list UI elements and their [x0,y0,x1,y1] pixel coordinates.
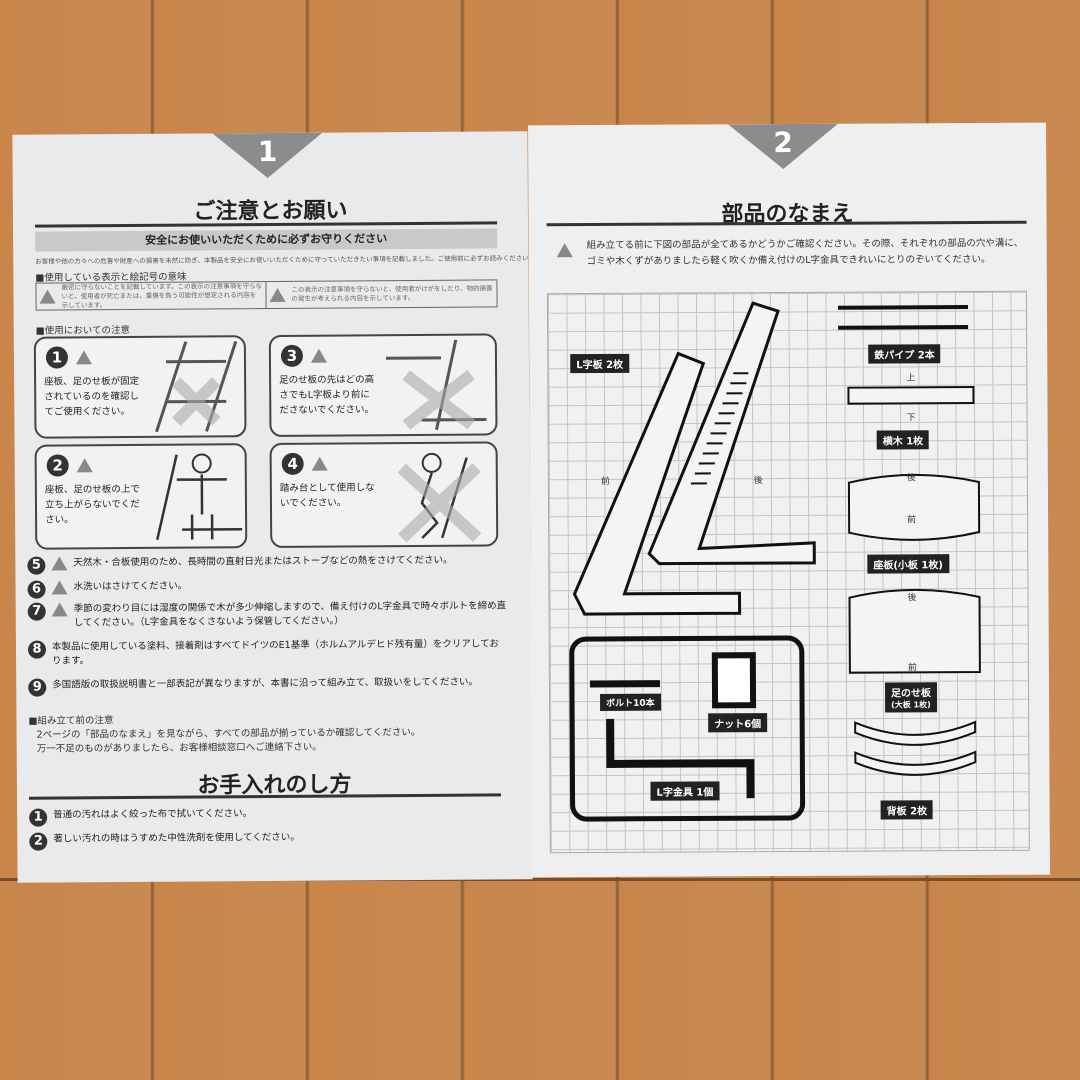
page-number: 2 [728,124,838,170]
back-label: 後 [753,476,763,487]
caution-number: 1 [45,346,69,369]
note-item-7: 7 季節の変わり目には湿度の関係で木が多少伸縮しますので、備え付けのL字金具で時々… [27,599,508,630]
caution-box-2: 2 座板、足のせ板の上で立ち上がらないでください。 [34,443,248,550]
note-text: 多国語版の取扱説明書と一部表記が異なりますが、本書に沿って組み立て、取扱いをして… [52,676,479,691]
seat-back-label: 後 [906,473,916,484]
note-item-6: 6 水洗いはさけてください。 [27,577,508,599]
warning-icon [39,289,56,304]
caution-number: 4 [281,452,304,475]
warning-icon [75,350,92,365]
note-number: 7 [27,602,46,621]
bolt-label: ボルト10本 [600,693,661,711]
backrest-shape [854,720,977,746]
pre-assembly-heading: ■組み立て前の注意 [28,715,114,727]
front-label: 前 [600,476,610,487]
safety-band: 安全にお使いいただくために必ずお守りください [35,228,498,252]
warning-icon [311,456,328,471]
parts-grid: L字板 2枚 前 後 鉄パイプ 2本 上 下 横木 1枚 後 前 座板(小板 1… [546,290,1030,854]
pre-assembly-line: 万一不足のものがありましたら、お客様相談窓口へご連絡下さい。 [36,741,322,755]
care-item-2: 2 著しい汚れの時はうすめた中性洗剤を使用してください。 [29,829,509,851]
note-number: 8 [27,640,47,659]
caution-text: 座板、足のせ板が固定されているのを確認してご使用ください。 [44,375,140,418]
symbol-table: 厳密に守らないことを記載しています。この表示の注意事項を守らないと、使用者が死亡… [35,279,498,311]
seat-illustration [155,341,238,433]
note-text: 水洗いはさけてください。 [73,580,188,593]
left-page: 1 ご注意とお願い 安全にお使いいただくために必ずお守りください お客様や他の方… [12,131,533,883]
usage-heading: ■使用においての注意 [35,324,131,337]
intro-text: お客様や他の方々への危害や財産への損害を未然に防ぎ、本製品を安全にお使いいただく… [35,254,533,266]
note-item-5: 5 天然木・合板使用のため、長時間の直射日光またはストーブなどの熱をさけてください… [27,553,507,575]
note-number: 9 [28,678,47,697]
pipe-label: 鉄パイプ 2本 [868,344,941,364]
l-board-shape [572,301,816,616]
nut-shape [711,652,757,709]
caution-icon [556,243,573,258]
symbol-caution-text: この表示の注意事項を守らないと、使用者がけがをしたり、物的損害の発生が考えられる… [291,284,493,303]
backrest-label: 背板 2枚 [880,800,934,820]
crossbar-shape [847,386,975,405]
warning-icon [51,602,68,617]
wrench-shape [606,718,755,799]
hardware-box [569,635,806,822]
care-number: 2 [29,832,48,851]
bottom-label: 下 [906,413,916,424]
notice-line: 組み立てる前に下図の部品が全てあるかどうかご確認ください。その際、それぞれの部品… [586,237,1024,252]
nut-label: ナット6個 [708,713,768,733]
footrest-back-label: 後 [907,593,917,604]
crossbar-label: 横木 1枚 [876,430,930,450]
note-number: 5 [27,556,46,575]
note-item-9: 9 多国語版の取扱説明書と一部表記が異なりますが、本書に沿って組み立て、取扱いをし… [28,675,508,697]
seat-shape [847,473,981,541]
note-text: 季節の変わり目には湿度の関係で木が多少伸縮しますので、備え付けのL字金具で時々ボ… [73,600,507,629]
care-text: 普通の汚れはよく絞った布で拭いてください。 [53,808,253,821]
care-item-1: 1 普通の汚れはよく絞った布で拭いてください。 [29,805,509,827]
footrest-shape [848,588,981,674]
caution-box-4: 4 踏み台として使用しないでください。 [269,441,499,549]
notice-line: ゴミや木くずがありましたら軽く吹くか備え付けのL字金具できれいにとりのぞいてくだ… [586,253,991,268]
pipe-shape [837,305,969,330]
footrest-illustration [385,339,487,431]
caution-text: 足のせ板の先はどの高さでもL字板より前にださないでください。 [279,374,375,416]
caution-box-1: 1 座板、足のせ板が固定されているのを確認してご使用ください。 [33,335,247,439]
symbol-warning-text: 厳密に守らないことを記載しています。この表示の注意事項を守らないと、使用者が死亡… [61,281,263,309]
caution-text: 踏み台として使用しないでください。 [279,482,375,509]
warning-icon [76,458,93,473]
floor-seam [0,878,1080,881]
caution-number: 2 [46,454,69,477]
caution-number: 3 [280,344,304,367]
footrest-sublabel: (大板 1枚) [885,697,937,713]
right-page: 2 部品のなまえ 組み立てる前に下図の部品が全てあるかどうかご確認ください。その… [528,122,1050,878]
caution-box-3: 3 足のせ板の先はどの高さでもL字板より前にださないでください。 [268,333,498,438]
caution-text: 座板、足のせ板の上で立ち上がらないでください。 [44,483,140,526]
note-text: 本製品に使用している塗料、接着剤はすべてドイツのE1基準（ホルムアルデヒド残有量… [51,638,499,667]
caution-icon [269,287,286,303]
l-board-label: L字板 2枚 [570,353,630,374]
warning-icon [51,556,68,571]
pre-assembly-line: 2ページの「部品のなまえ」を見ながら、すべての部品が揃っているか確認してください… [36,726,421,741]
top-label: 上 [906,373,916,384]
seat-front-label: 前 [907,515,917,526]
note-text: 天然木・合板使用のため、長時間の直射日光またはストーブなどの熱をさけてください。 [73,554,453,569]
care-number: 1 [29,808,48,827]
warning-icon [51,580,68,595]
warning-icon [310,348,327,363]
parts-diagram [569,301,981,822]
note-number: 6 [27,580,46,599]
footrest-front-label: 前 [907,663,917,674]
climbing-child-illustration [397,452,482,543]
standing-child-illustration [156,453,243,541]
seat-label: 座板(小板 1枚) [867,554,949,574]
wrench-label: L字金具 1個 [650,781,720,801]
backrest-shape [854,750,977,776]
care-text: 著しい汚れの時はうすめた中性洗剤を使用してください。 [53,831,300,845]
page-number: 1 [212,133,322,179]
